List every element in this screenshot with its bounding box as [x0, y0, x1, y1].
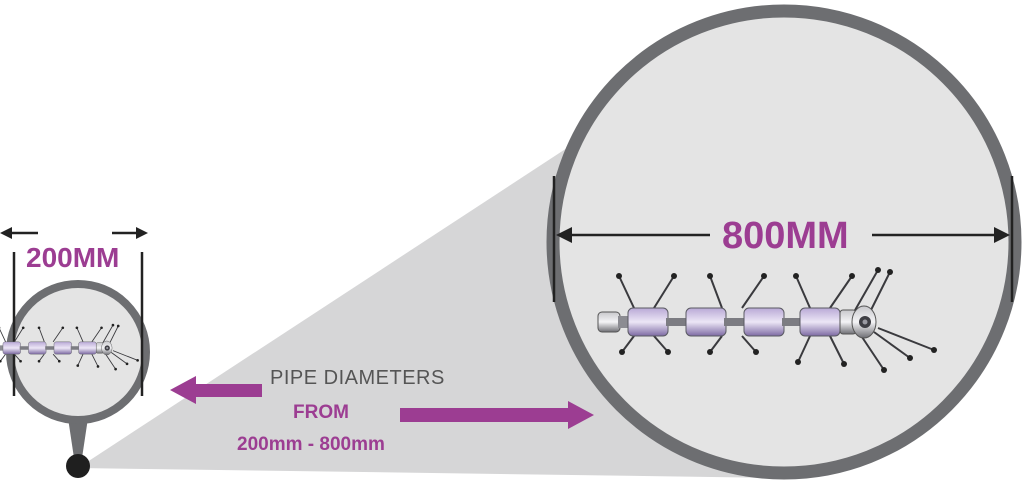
large-dimension [552, 176, 1014, 302]
range-label: 200mm - 800mm [237, 434, 385, 455]
small-pipe-stem [68, 418, 88, 458]
caption-label: PIPE DIAMETERS [270, 367, 445, 389]
small-diameter-label: 200MM [23, 244, 123, 272]
arrow-right-icon [400, 401, 594, 429]
from-label: FROM [293, 402, 349, 423]
pivot-dot [66, 454, 90, 478]
large-diameter-label: 800MM [716, 217, 855, 255]
small-dimension [0, 227, 148, 396]
arrow-left-icon [170, 376, 262, 404]
